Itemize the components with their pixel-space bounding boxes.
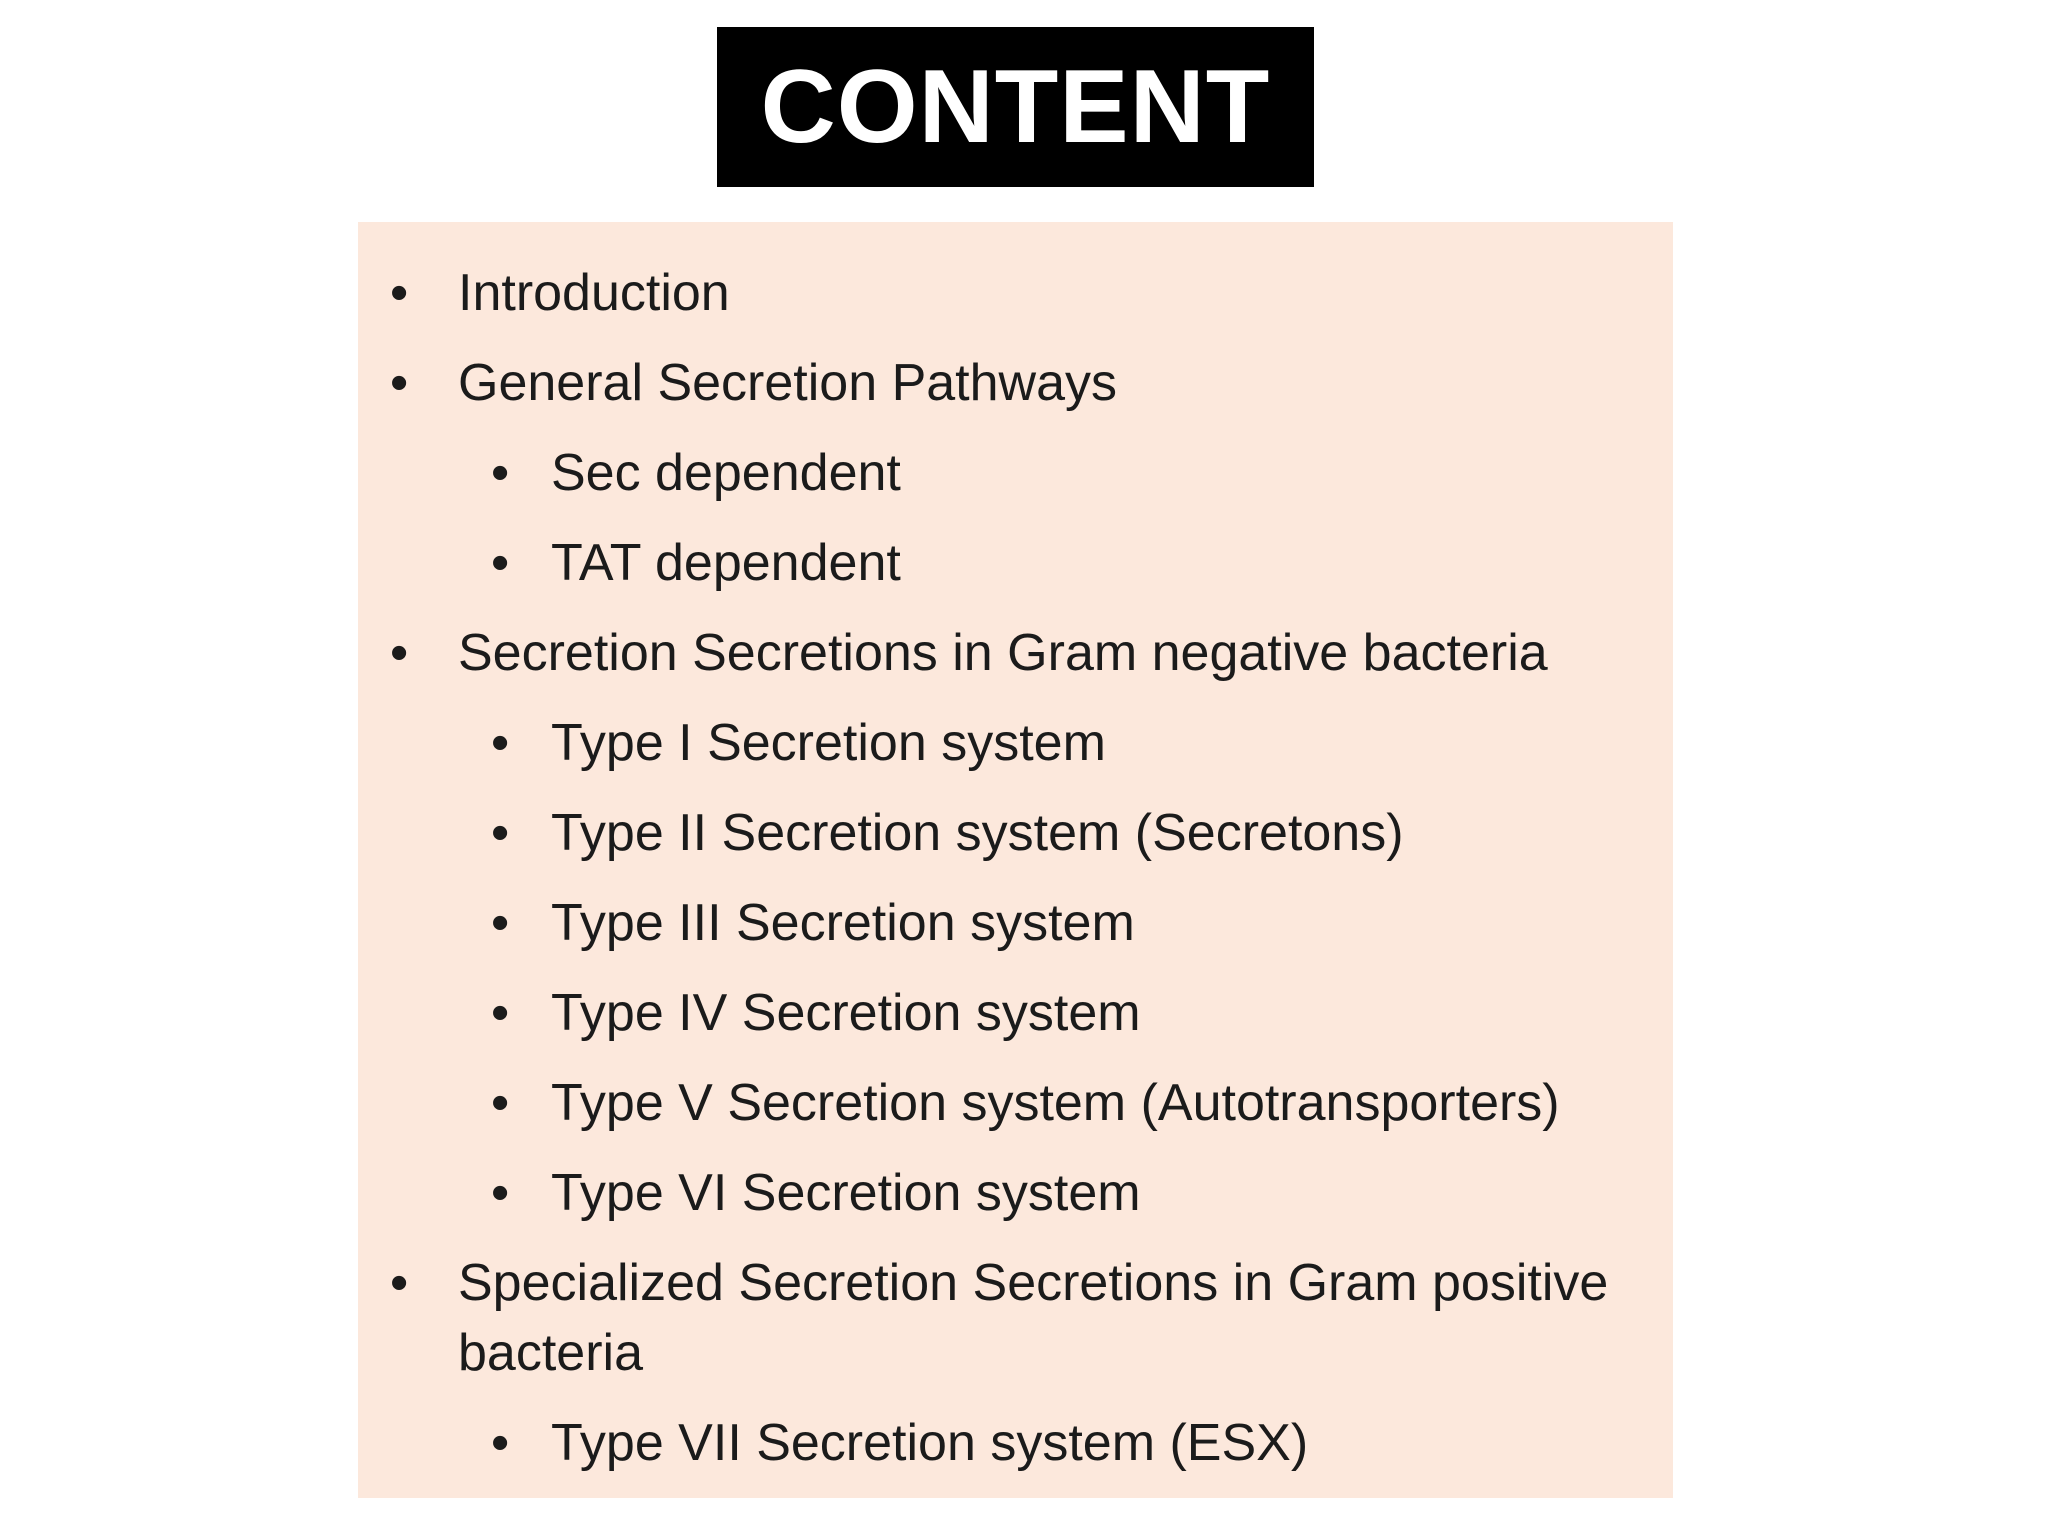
content-list: • Introduction • General Secretion Pathw…	[358, 222, 1673, 1478]
list-item-text: Type II Secretion system (Secretons)	[551, 804, 1404, 862]
bullet-icon: •	[491, 1164, 510, 1222]
list-item-text: Type I Secretion system	[551, 714, 1106, 772]
bullet-icon: •	[390, 624, 409, 682]
bullet-icon: •	[390, 1254, 409, 1312]
bullet-icon: •	[491, 894, 510, 952]
list-item: • Sec dependent	[358, 438, 1655, 508]
list-item: • Type III Secretion system	[358, 888, 1655, 958]
list-item: • Type V Secretion system (Autotransport…	[358, 1068, 1655, 1138]
list-item-text: Type VII Secretion system (ESX)	[551, 1414, 1309, 1472]
list-item-text: TAT dependent	[551, 534, 901, 592]
bullet-icon: •	[491, 534, 510, 592]
bullet-icon: •	[491, 714, 510, 772]
content-panel: • Introduction • General Secretion Pathw…	[358, 222, 1673, 1498]
list-item-text: Introduction	[458, 264, 730, 322]
bullet-icon: •	[390, 354, 409, 412]
bullet-icon: •	[491, 1414, 510, 1472]
bullet-icon: •	[491, 1074, 510, 1132]
list-item: • TAT dependent	[358, 528, 1655, 598]
slide-title: CONTENT	[760, 49, 1271, 165]
list-item-text: Type V Secretion system (Autotransporter…	[551, 1074, 1560, 1132]
list-item: • Type IV Secretion system	[358, 978, 1655, 1048]
list-item-text: Type III Secretion system	[551, 894, 1135, 952]
list-item-text: Type IV Secretion system	[551, 984, 1141, 1042]
list-item: • Specialized Secretion Secretions in Gr…	[358, 1248, 1655, 1388]
list-item-text: General Secretion Pathways	[458, 354, 1118, 412]
list-item-text: Specialized Secretion Secretions in Gram…	[458, 1254, 1609, 1382]
list-item: • Secretion Secretions in Gram negative …	[358, 618, 1655, 688]
list-item-text: Sec dependent	[551, 444, 901, 502]
title-banner: CONTENT	[717, 27, 1314, 187]
bullet-icon: •	[390, 264, 409, 322]
list-item: • General Secretion Pathways	[358, 348, 1655, 418]
bullet-icon: •	[491, 984, 510, 1042]
list-item: • Type I Secretion system	[358, 708, 1655, 778]
list-item: • Type VI Secretion system	[358, 1158, 1655, 1228]
list-item: • Type II Secretion system (Secretons)	[358, 798, 1655, 868]
bullet-icon: •	[491, 804, 510, 862]
list-item: • Type VII Secretion system (ESX)	[358, 1408, 1655, 1478]
list-item-text: Secretion Secretions in Gram negative ba…	[458, 624, 1548, 682]
bullet-icon: •	[491, 444, 510, 502]
list-item-text: Type VI Secretion system	[551, 1164, 1141, 1222]
list-item: • Introduction	[358, 258, 1655, 328]
